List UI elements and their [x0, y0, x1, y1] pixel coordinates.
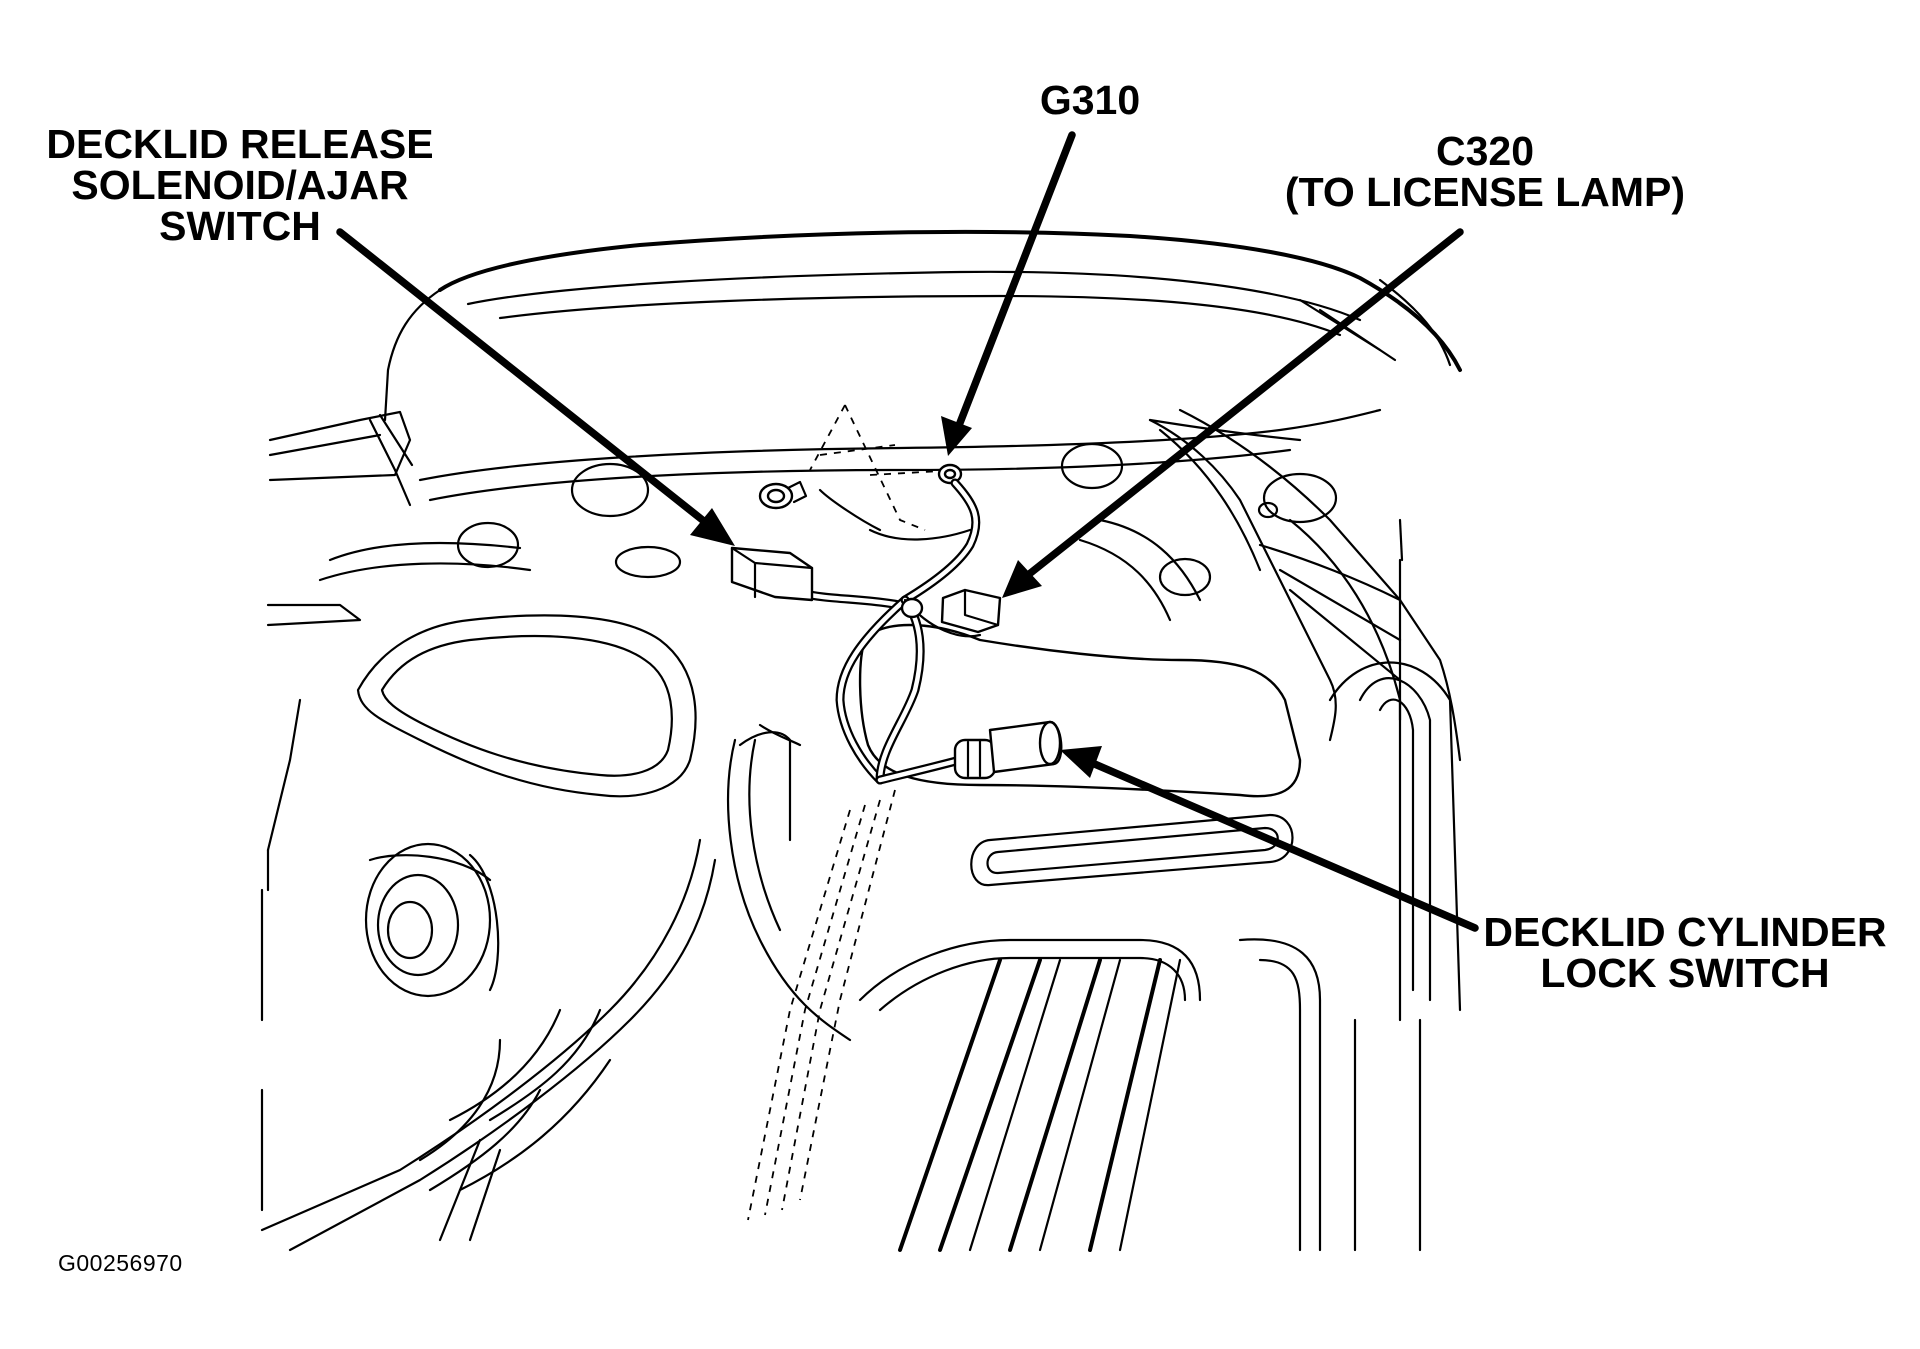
figure-id: G00256970: [58, 1250, 183, 1276]
solenoid-connector: [730, 546, 814, 602]
c320-label-line-2: (TO LICENSE LAMP): [1284, 169, 1686, 215]
c320-label-line-1: C320: [1435, 128, 1534, 174]
g310-label: G310: [1020, 80, 1160, 121]
bolt: [758, 480, 808, 510]
c320-connector: [900, 588, 1002, 634]
c320-label: C320 (TO LICENSE LAMP): [1260, 131, 1710, 213]
solenoid-label-line-3: SWITCH: [159, 203, 321, 249]
decklid-frame: [260, 229, 1462, 1252]
wiring-harness: [795, 478, 982, 785]
c320-leader-arrow: [1002, 228, 1464, 598]
cylinder-label-line-2: LOCK SWITCH: [1540, 950, 1830, 996]
cylinder-label-line-1: DECKLID CYLINDER: [1483, 909, 1887, 955]
g310-leader-arrow: [941, 131, 1076, 456]
decklid-cylinder-lock-switch-label: DECKLID CYLINDER LOCK SWITCH: [1460, 912, 1910, 994]
cylinder-leader-arrow: [1060, 746, 1479, 932]
solenoid-leader-arrow: [336, 228, 735, 546]
ground-eyelet-g310: [937, 463, 963, 485]
decklid-release-solenoid-label: DECKLID RELEASE SOLENOID/AJAR SWITCH: [20, 124, 460, 247]
g310-label-line-1: G310: [1039, 77, 1141, 123]
solenoid-label-line-2: SOLENOID/AJAR: [71, 162, 409, 208]
solenoid-label-line-1: DECKLID RELEASE: [46, 121, 434, 167]
cylinder-lock-switch: [953, 720, 1063, 780]
leader-arrows: [336, 131, 1479, 932]
